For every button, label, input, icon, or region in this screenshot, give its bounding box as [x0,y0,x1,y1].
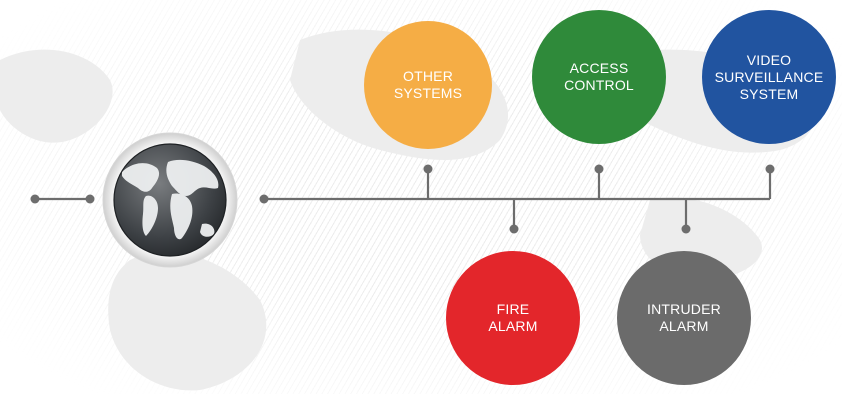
connector-dot [423,164,433,174]
node-video-surveillance-label: VIDEO SURVEILLANCE SYSTEM [714,51,824,102]
connector-dots [30,164,775,234]
node-access-control: ACCESS CONTROL [532,10,666,144]
connector-paths [35,169,772,229]
globe-icon [102,132,238,268]
node-intruder-alarm: INTRUDER ALARM [617,251,751,385]
node-other-systems: OTHER SYSTEMS [364,21,492,149]
connector-dot [259,194,269,204]
connector-dot [765,164,775,174]
node-fire-alarm-label: FIRE ALARM [488,301,538,334]
connector-dot [30,194,40,204]
connector-dot [85,194,95,204]
connector-dot [681,224,691,234]
connector-dot [509,224,519,234]
node-video-surveillance: VIDEO SURVEILLANCE SYSTEM [702,10,836,144]
node-access-control-label: ACCESS CONTROL [564,60,634,93]
node-fire-alarm: FIRE ALARM [446,251,580,385]
node-intruder-alarm-label: INTRUDER ALARM [647,301,721,334]
node-other-systems-label: OTHER SYSTEMS [393,68,463,101]
connector-dot [594,164,604,174]
